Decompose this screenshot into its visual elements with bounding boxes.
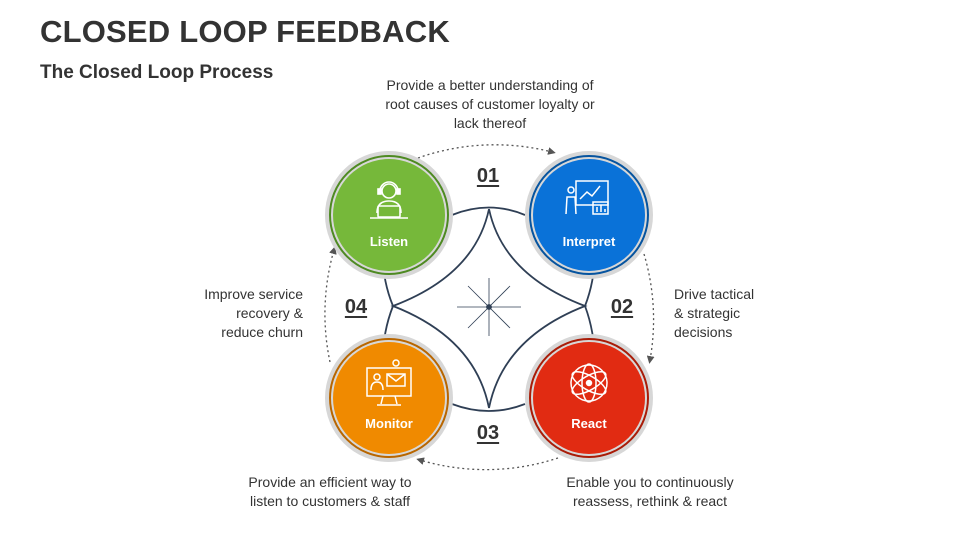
atom-icon	[570, 363, 608, 403]
step-react-label: React	[571, 416, 607, 431]
note-line: & strategic	[674, 305, 741, 321]
step-listen: Listen	[325, 151, 453, 279]
note-react: Enable you to continuously reassess, ret…	[545, 473, 755, 511]
presentation-chart-icon	[565, 180, 609, 215]
step-number-04: 04	[344, 296, 368, 318]
note-listen: Provide a better understanding of root c…	[360, 76, 620, 133]
step-monitor: Monitor	[325, 334, 453, 462]
note-service-recovery: Improve service recovery & reduce churn	[170, 285, 303, 342]
sparkle-icon	[457, 278, 521, 336]
loop-arrow-left	[324, 246, 337, 363]
note-line: reassess, rethink & react	[572, 493, 728, 509]
loop-arrow-right	[643, 253, 655, 364]
step-react: React	[525, 334, 653, 462]
step-number-03: 03	[476, 422, 500, 444]
note-line: Drive tactical	[674, 286, 755, 302]
step-interpret-label: Interpret	[563, 234, 616, 249]
loop-arrow-bottom	[416, 457, 559, 471]
note-monitor: Provide an efficient way to listen to cu…	[225, 473, 435, 511]
step-number-01: 01	[476, 165, 500, 187]
note-line: Improve service	[204, 286, 303, 302]
note-line: decisions	[674, 324, 733, 340]
headset-user-icon	[370, 181, 408, 219]
step-listen-label: Listen	[370, 234, 408, 249]
note-line: root causes of customer loyalty or	[385, 96, 595, 112]
note-line: lack thereof	[453, 115, 527, 131]
page-title: CLOSED LOOP FEEDBACK	[40, 14, 450, 49]
step-monitor-label: Monitor	[365, 416, 413, 431]
note-line: Provide an efficient way to	[248, 474, 412, 490]
step-number-02: 02	[610, 296, 634, 318]
note-line: Provide a better understanding of	[386, 77, 594, 93]
note-line: listen to customers & staff	[249, 493, 411, 509]
note-line: recovery &	[236, 305, 303, 321]
loop-arrow-top	[417, 144, 556, 159]
step-interpret: Interpret	[525, 151, 653, 279]
note-line: Enable you to continuously	[566, 474, 734, 490]
note-line: reduce churn	[221, 324, 303, 340]
note-interpret: Drive tactical & strategic decisions	[674, 285, 794, 342]
monitor-users-icon	[366, 359, 412, 406]
page-subtitle: The Closed Loop Process	[40, 62, 274, 83]
